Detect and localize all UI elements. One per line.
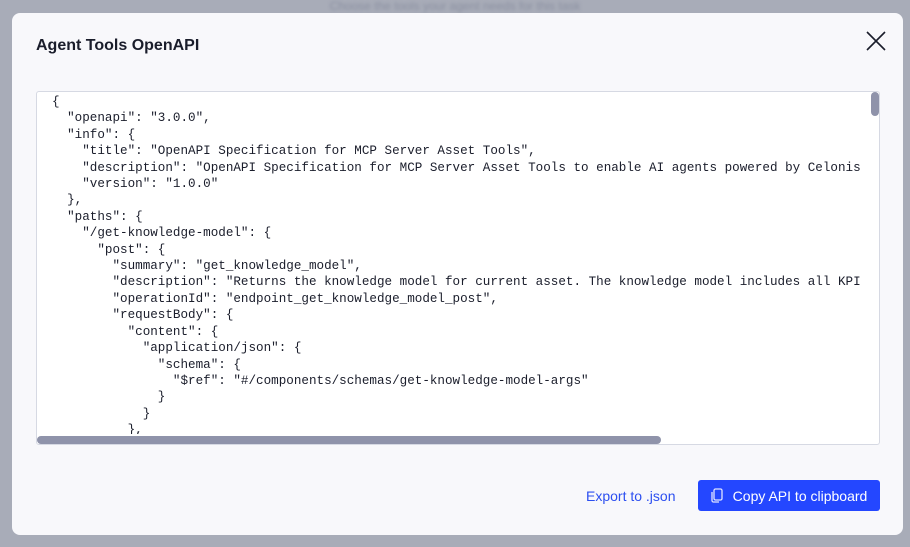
close-button[interactable] (865, 30, 887, 52)
background-subtitle: Choose the tools your agent needs for th… (329, 0, 581, 13)
openapi-modal: Agent Tools OpenAPI { "openapi": "3.0.0"… (12, 13, 903, 535)
openapi-code: { "openapi": "3.0.0", "info": { "title":… (52, 95, 861, 434)
export-json-link[interactable]: Export to .json (586, 488, 676, 504)
vertical-scrollbar[interactable] (871, 92, 879, 116)
modal-title: Agent Tools OpenAPI (36, 37, 200, 54)
copy-api-label: Copy API to clipboard (732, 487, 868, 504)
copy-icon (711, 488, 723, 503)
openapi-code-viewer[interactable]: { "openapi": "3.0.0", "info": { "title":… (36, 91, 880, 445)
code-area: { "openapi": "3.0.0", "info": { "title":… (37, 92, 869, 434)
copy-api-button[interactable]: Copy API to clipboard (698, 480, 880, 511)
close-icon (866, 31, 886, 51)
horizontal-scrollbar[interactable] (37, 436, 661, 444)
